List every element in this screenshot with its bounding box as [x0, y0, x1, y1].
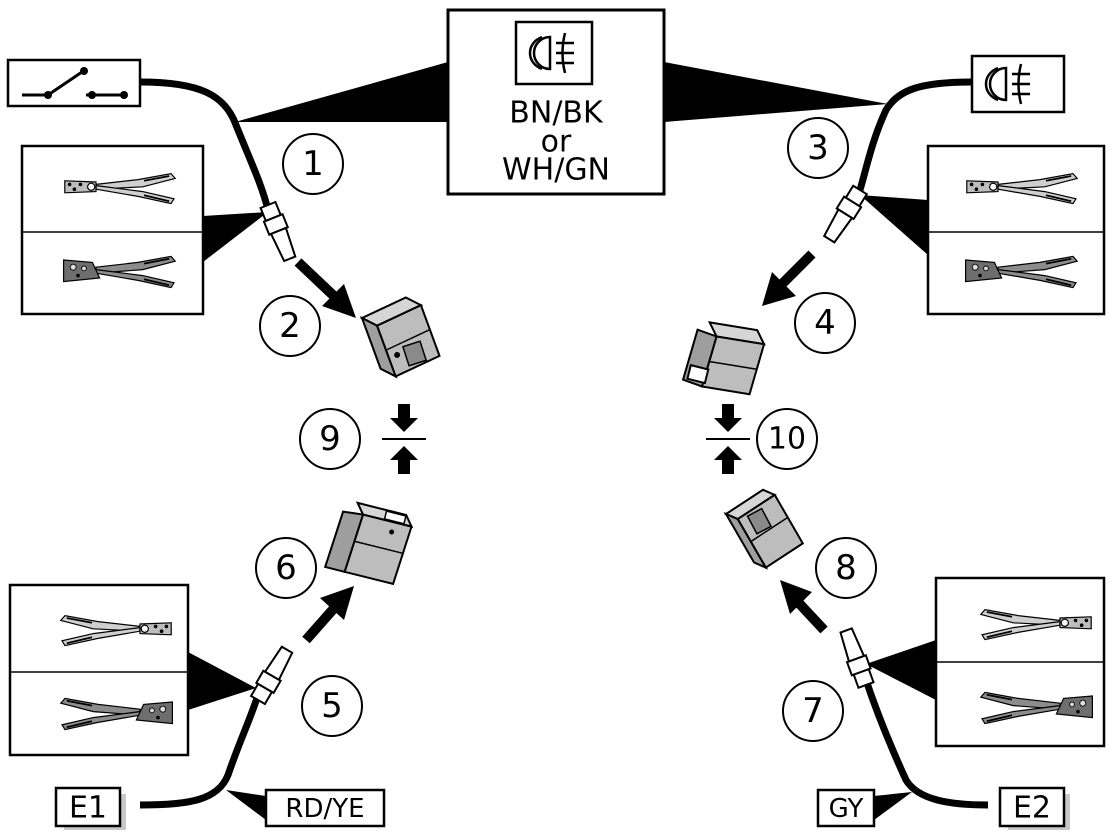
step-5: 5 [301, 675, 363, 737]
tool-wedge-bottom-left [188, 652, 256, 710]
step-4: 4 [794, 292, 856, 354]
connector-housing-icon [723, 488, 805, 570]
mate-arrows-left [382, 404, 426, 474]
callout-wedge-left [235, 62, 448, 122]
tool-panel-bottom-left [8, 583, 190, 757]
wire-bottom-left [139, 693, 262, 809]
tool-wedge-top-right [860, 195, 928, 255]
endpoint-e1-label: E1 [69, 791, 107, 826]
step-8-label: 8 [835, 548, 857, 588]
wire-color-label-left: RD/YE [264, 788, 386, 828]
tool-wedge-top-left [203, 212, 268, 262]
wire-top-left [139, 78, 272, 211]
step-5-label: 5 [321, 686, 343, 726]
fog-lamp-box [970, 54, 1066, 114]
step-6-label: 6 [275, 548, 297, 588]
tool-panel-bottom-right [934, 576, 1106, 748]
callout-line-3: WH/GN [502, 153, 610, 188]
wire-label-wedge-left [226, 790, 266, 820]
step-7-label: 7 [802, 691, 824, 731]
insert-arrow-top-right [762, 250, 816, 306]
insert-arrow-top-left [294, 258, 356, 318]
tool-panel-top-left [20, 144, 205, 316]
connector-housing-icon [359, 296, 441, 379]
step-9-label: 9 [319, 419, 341, 459]
tool-panel-top-right [926, 144, 1106, 316]
step-1: 1 [282, 133, 344, 195]
terminal-icon [259, 200, 297, 263]
wire-color-callout: BN/BK or WH/GN [446, 8, 666, 196]
step-10-label: 10 [768, 422, 806, 457]
wire-color-right-text: GY [829, 794, 864, 824]
connector-housing-icon [323, 501, 414, 586]
terminal-icon [839, 627, 875, 690]
wire-color-left-text: RD/YE [285, 794, 364, 824]
step-2-label: 2 [279, 306, 301, 346]
step-10: 10 [756, 408, 818, 470]
switch-icon [6, 58, 142, 108]
callout-line-1: BN/BK [509, 96, 604, 131]
step-1-label: 1 [302, 144, 324, 184]
step-4-label: 4 [814, 303, 836, 343]
step-7: 7 [782, 680, 844, 742]
wire-top-right [856, 78, 973, 192]
step-8: 8 [815, 537, 877, 599]
mate-arrows-right [706, 404, 750, 474]
step-2: 2 [259, 295, 321, 357]
insert-arrow-bottom-right [780, 580, 828, 634]
step-3-label: 3 [807, 128, 829, 168]
callout-wedge-right [664, 62, 888, 122]
step-9: 9 [299, 408, 361, 470]
endpoint-e1: E1 [54, 786, 126, 830]
connector-housing-icon [681, 321, 766, 396]
endpoint-e2: E2 [998, 786, 1070, 830]
step-6: 6 [255, 537, 317, 599]
callout-line-2: or [541, 125, 572, 160]
wire-label-wedge-right [874, 792, 912, 820]
tool-wedge-bottom-right [866, 640, 936, 700]
terminal-icon [822, 184, 869, 244]
step-3: 3 [787, 117, 849, 179]
wire-bottom-right [862, 678, 989, 809]
wire-color-label-right: GY [816, 788, 876, 828]
endpoint-e2-label: E2 [1013, 791, 1051, 826]
terminal-icon [249, 645, 294, 706]
insert-arrow-bottom-left [302, 586, 354, 644]
